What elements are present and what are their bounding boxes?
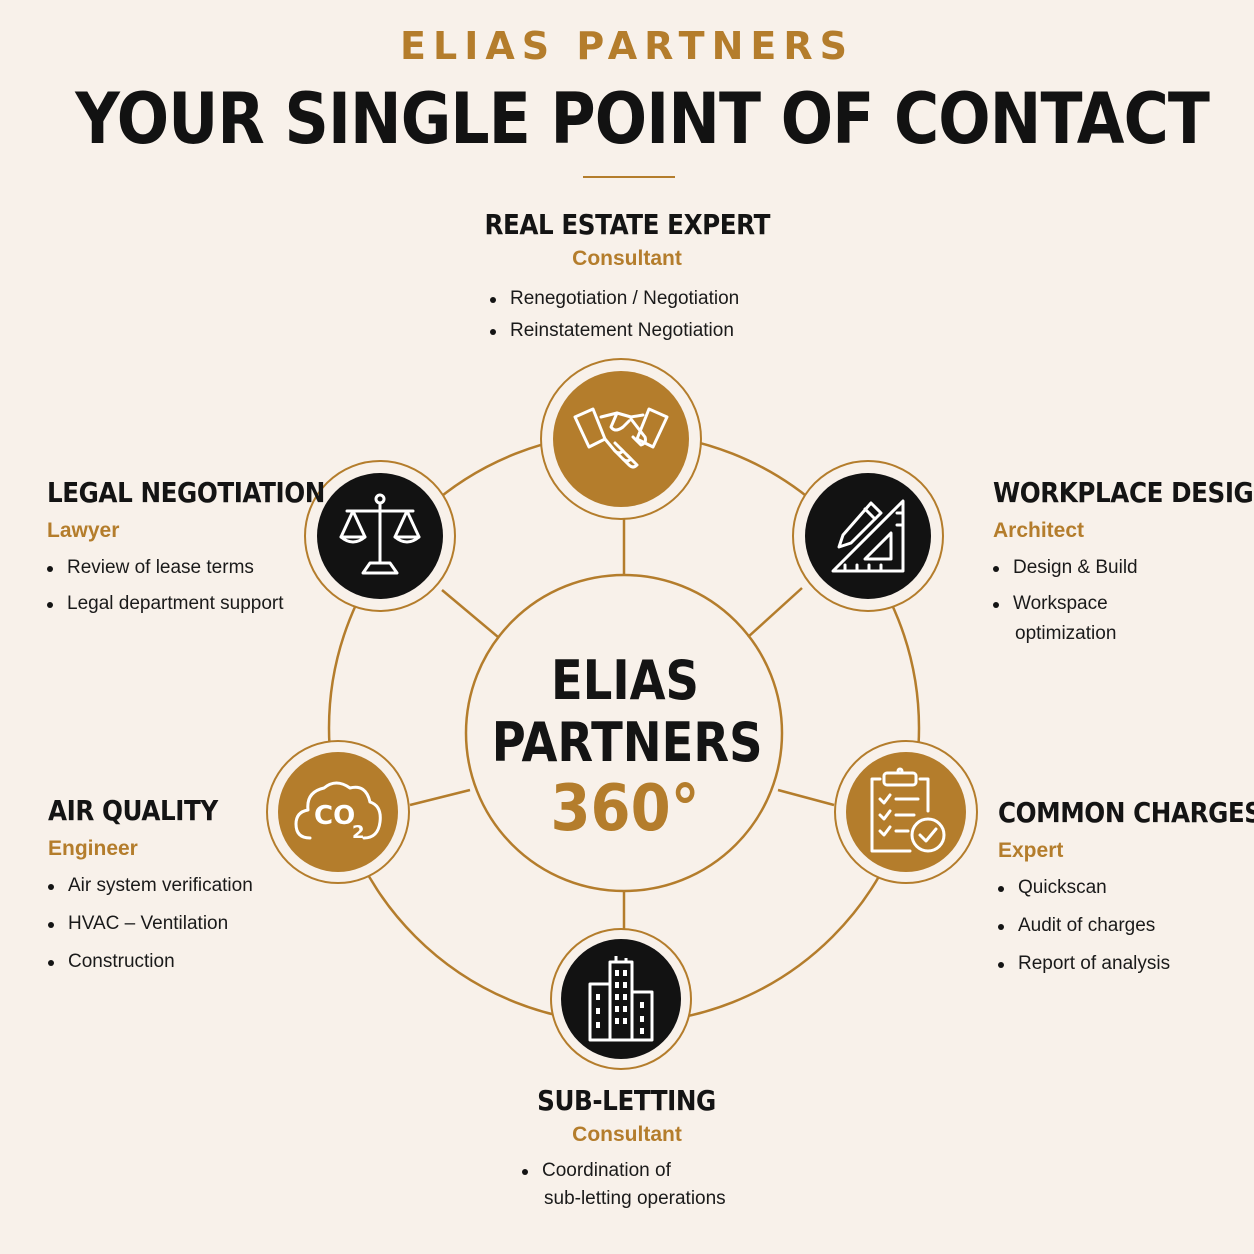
list-item: Audit of charges (998, 915, 1254, 937)
role-subtitle: Consultant (572, 247, 682, 270)
handshake-icon (573, 407, 669, 469)
svg-text:2: 2 (352, 822, 365, 843)
role-points: Design & Build Workspace optimization (993, 557, 1254, 645)
center-name-line1: ELIAS (550, 649, 699, 712)
center-degree: 360° (550, 772, 700, 846)
list-item: Workspace (993, 593, 1254, 615)
role-points: Renegotiation / Negotiation Reinstatemen… (490, 288, 739, 342)
clipboard-check-icon (870, 767, 946, 853)
role-title: LEGAL NEGOTIATION (47, 476, 325, 509)
hub-real-estate (540, 358, 702, 520)
co2-cloud-icon: CO 2 (294, 781, 382, 843)
center-label: ELIAS PARTNERS 360° (470, 578, 780, 888)
list-item-continuation: sub-letting operations (544, 1188, 726, 1209)
list-item: Report of analysis (998, 953, 1254, 975)
role-real-estate: REAL ESTATE EXPERT Consultant Renegotiat… (0, 208, 1254, 341)
list-item: Coordination of (522, 1160, 726, 1182)
role-workplace: WORKPLACE DESIGN Architect Design & Buil… (993, 476, 1254, 645)
role-points: Coordination of sub-letting operations (522, 1160, 726, 1210)
hub-subletting (550, 928, 692, 1070)
brand-name: ELIAS PARTNERS (400, 24, 854, 68)
page-headline: YOUR SINGLE POINT OF CONTACT (75, 78, 1210, 160)
list-item: Air system verification (48, 875, 253, 897)
role-subtitle: Expert (998, 839, 1064, 862)
hub-legal (304, 460, 456, 612)
list-item: Construction (48, 951, 253, 973)
role-subtitle: Engineer (48, 837, 138, 860)
role-subletting: SUB-LETTING Consultant Coordination of s… (0, 1084, 1254, 1209)
list-item: HVAC – Ventilation (48, 913, 253, 935)
header-divider (583, 176, 675, 178)
role-points: Air system verification HVAC – Ventilati… (48, 875, 253, 973)
list-item: Legal department support (47, 593, 363, 615)
list-item: Renegotiation / Negotiation (490, 288, 739, 310)
role-title: SUB-LETTING (537, 1084, 717, 1117)
hub-air-quality: CO 2 (266, 740, 410, 884)
role-points: Review of lease terms Legal department s… (47, 557, 363, 615)
hub-common-charges (834, 740, 978, 884)
role-title: REAL ESTATE EXPERT (484, 208, 770, 241)
role-air-quality: AIR QUALITY Engineer Air system verifica… (48, 794, 253, 973)
connector-spokes (409, 505, 835, 930)
set-square-pencil-icon (831, 499, 905, 573)
buildings-icon (588, 956, 654, 1042)
list-item: Reinstatement Negotiation (490, 320, 739, 342)
role-legal: LEGAL NEGOTIATION Lawyer Review of lease… (47, 476, 363, 615)
role-title: WORKPLACE DESIGN (993, 476, 1254, 509)
list-item: Quickscan (998, 877, 1254, 899)
center-name-line2: PARTNERS (491, 711, 763, 774)
svg-text:CO: CO (314, 801, 355, 831)
role-title: COMMON CHARGES (998, 796, 1254, 829)
role-subtitle: Lawyer (47, 519, 120, 542)
role-common-charges: COMMON CHARGES Expert Quickscan Audit of… (998, 796, 1254, 975)
role-title: AIR QUALITY (48, 794, 218, 827)
role-subtitle: Architect (993, 519, 1085, 542)
list-item: Review of lease terms (47, 557, 363, 579)
scales-icon (339, 493, 421, 575)
role-points: Quickscan Audit of charges Report of ana… (998, 877, 1254, 975)
role-subtitle: Consultant (572, 1123, 682, 1146)
list-item: Design & Build (993, 557, 1254, 579)
hub-workplace (792, 460, 944, 612)
list-item-continuation: optimization (1015, 623, 1117, 644)
